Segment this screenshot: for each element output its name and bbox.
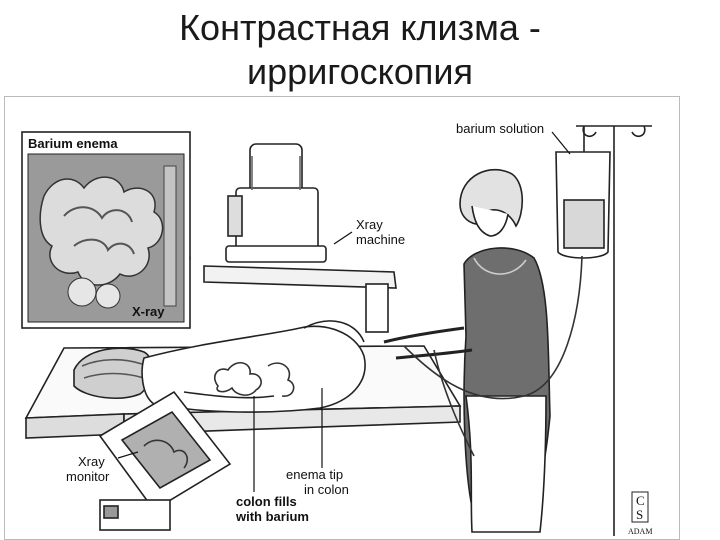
label-barium-solution: barium solution bbox=[456, 121, 544, 136]
slide-title: Контрастная клизма - ирригоскопия bbox=[0, 6, 720, 94]
logo-text: ADAM bbox=[628, 527, 652, 536]
xray-machine bbox=[203, 143, 397, 333]
leader-lines bbox=[117, 131, 571, 492]
technician bbox=[383, 169, 551, 533]
slide-title-line-1: Контрастная клизма - bbox=[179, 7, 541, 48]
label-xray-machine-line-2: machine bbox=[356, 232, 405, 247]
label-enema-tip-line-2: in colon bbox=[304, 482, 349, 497]
label-colon-fills-line-2: with barium bbox=[235, 509, 309, 524]
barium-enema-illustration: Barium enema X-ray bbox=[4, 96, 680, 540]
logo-letter-c: C bbox=[636, 493, 645, 508]
label-colon-fills-line-1: colon fills bbox=[236, 494, 297, 509]
inset-xray-tag: X-ray bbox=[132, 304, 165, 319]
label-xray-monitor-line-2: monitor bbox=[66, 469, 110, 484]
xray-inset: Barium enema X-ray bbox=[21, 131, 191, 329]
barium-bag bbox=[403, 126, 611, 457]
label-xray-monitor-line-1: Xray bbox=[78, 454, 105, 469]
inset-title: Barium enema bbox=[28, 136, 118, 151]
adam-logo: C S ADAM bbox=[628, 491, 652, 536]
logo-letter-s: S bbox=[636, 507, 643, 522]
xray-monitor bbox=[98, 390, 232, 531]
label-enema-tip-line-1: enema tip bbox=[286, 467, 343, 482]
label-xray-machine-line-1: Xray bbox=[356, 217, 383, 232]
slide-title-line-2: ирригоскопия bbox=[247, 51, 473, 92]
